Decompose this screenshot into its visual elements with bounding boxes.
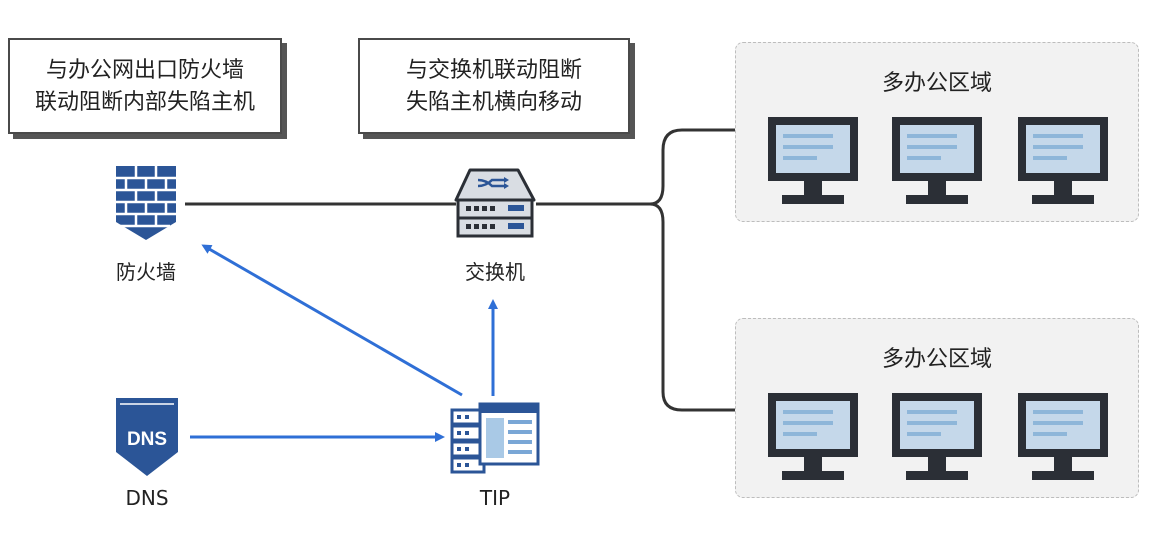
firewall-note-line-1: 与办公网出口防火墙 xyxy=(45,58,244,83)
switch-linkage-note: 与交换机联动阻断 失陷主机横向移动 xyxy=(358,38,630,134)
network-switch-icon xyxy=(454,168,536,238)
tip-to-firewall-arrow xyxy=(201,244,463,397)
firewall-note-line-2: 联动阻断内部失陷主机 xyxy=(34,90,255,115)
office-zone-1: 多办公区域 xyxy=(735,42,1139,222)
dns-label: DNS xyxy=(125,486,169,510)
dns-shield-icon: DNS xyxy=(116,398,178,476)
zone-branch-bracket xyxy=(649,128,735,412)
monitor-icon xyxy=(766,115,860,207)
monitor-icon xyxy=(1016,391,1110,483)
switch-label: 交换机 xyxy=(465,260,525,284)
monitor-icon xyxy=(890,391,984,483)
firewall-linkage-note: 与办公网出口防火墙 联动阻断内部失陷主机 xyxy=(8,38,282,134)
office-zone-title: 多办公区域 xyxy=(881,71,992,96)
dns-icon-text: DNS xyxy=(127,429,167,450)
office-zone-title: 多办公区域 xyxy=(881,347,992,372)
switch-note-line-1: 与交换机联动阻断 xyxy=(405,58,582,83)
monitor-icon xyxy=(766,391,860,483)
tip-label: TIP xyxy=(479,486,511,510)
tip-server-icon xyxy=(450,402,540,474)
office-zone-2: 多办公区域 xyxy=(735,318,1139,498)
firewall-icon xyxy=(116,166,176,240)
monitor-icon xyxy=(1016,115,1110,207)
switch-note-line-2: 失陷主机横向移动 xyxy=(405,90,582,115)
monitor-icon xyxy=(890,115,984,207)
firewall-label: 防火墙 xyxy=(116,260,176,284)
